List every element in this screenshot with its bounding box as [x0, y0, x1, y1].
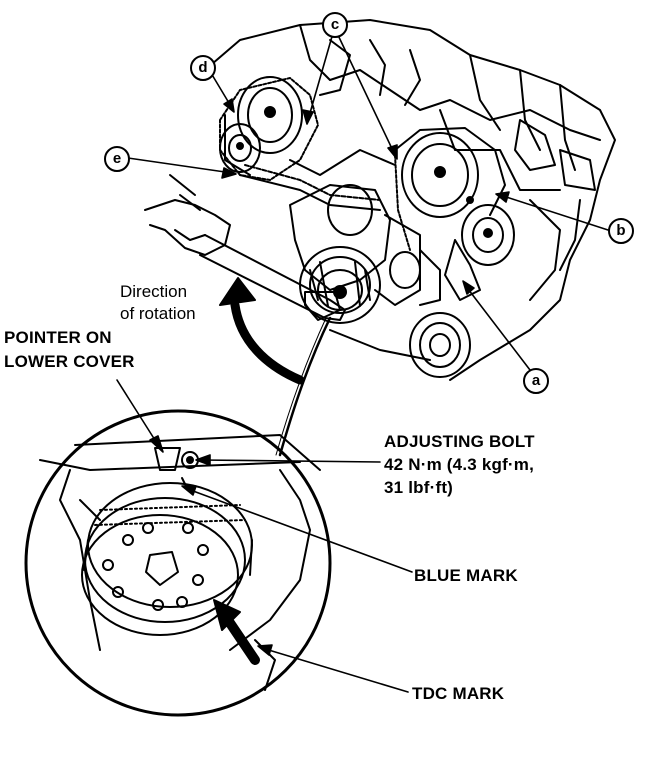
leader-c1	[307, 32, 334, 121]
zoom-line	[278, 316, 332, 457]
leader-adjusting-bolt	[199, 459, 381, 463]
direction-label-line1: Direction	[120, 282, 188, 301]
lower-pulley	[409, 312, 471, 378]
magnified-detail	[39, 434, 321, 691]
pointer-label-line2: LOWER COVER	[4, 352, 135, 371]
tensioner-pulley	[419, 204, 515, 306]
adjusting-bolt-label-line1: ADJUSTING BOLT	[384, 432, 535, 451]
callout-c-letter: c	[330, 16, 340, 33]
leader-a	[464, 284, 531, 371]
callout-d: d	[190, 55, 216, 81]
rotation-arrow	[230, 300, 305, 385]
callout-d-letter: d	[198, 59, 208, 76]
left-cam-pulley	[219, 76, 319, 181]
callout-c: c	[322, 12, 348, 38]
wrench-and-hand	[144, 174, 346, 321]
right-cam-pulley	[394, 127, 506, 251]
leader-tdc-mark	[261, 647, 409, 693]
tdc-arrow-shaft	[223, 615, 260, 665]
timing-belt	[239, 149, 396, 211]
tdc-mark-label: TDC MARK	[412, 684, 505, 703]
leader-pointer	[116, 379, 161, 449]
tdc-arrowhead	[213, 599, 241, 631]
rotation-arrowhead	[219, 277, 256, 306]
crankshaft-pulley-upper	[299, 246, 381, 324]
engine-block	[204, 19, 616, 381]
callout-a-letter: a	[531, 372, 541, 389]
callout-e: e	[104, 146, 130, 172]
adjusting-bolt-label-line2: 42 N·m (4.3 kgf·m,	[384, 455, 535, 474]
magnified-view-circle	[24, 409, 332, 717]
blue-mark-label: BLUE MARK	[414, 566, 518, 585]
callout-b-letter: b	[616, 222, 626, 239]
leader-c2	[336, 32, 396, 156]
callout-b: b	[608, 218, 634, 244]
leader-blue-mark	[184, 487, 413, 573]
callout-a: a	[523, 368, 549, 394]
direction-label-line2: of rotation	[120, 304, 196, 323]
callout-e-letter: e	[112, 150, 122, 167]
pointer-label-line1: POINTER ON	[4, 328, 112, 347]
leader-b	[499, 194, 609, 231]
adjusting-bolt-label-line3: 31 lbf·ft)	[384, 478, 454, 497]
timing-cover	[289, 184, 421, 306]
leader-e	[127, 157, 233, 174]
